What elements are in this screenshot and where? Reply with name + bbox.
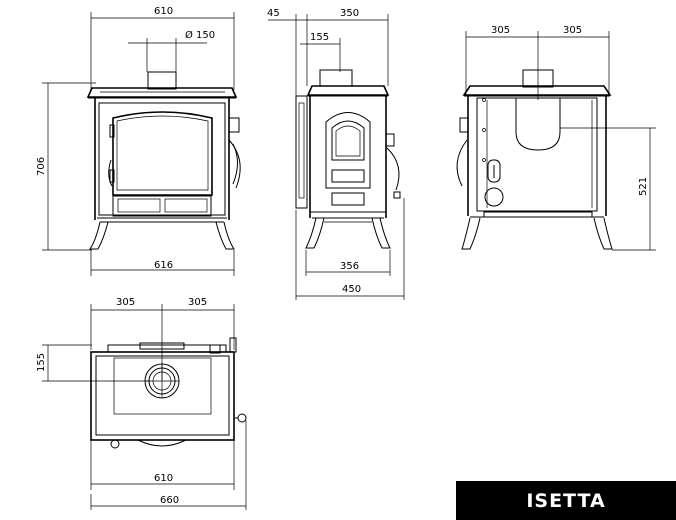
- front-width-bottom-label: 616: [154, 260, 173, 271]
- model-name: ISETTA: [526, 490, 606, 512]
- rear-half-right-label: 305: [563, 25, 582, 36]
- rear-half-left-label: 305: [491, 25, 510, 36]
- top-flue-offset-label: 155: [36, 353, 47, 372]
- side-depth-top-label: 350: [340, 8, 359, 19]
- model-banner: ISETTA: [456, 481, 676, 520]
- front-view: 610 Ø 150 706: [36, 6, 241, 276]
- rear-outlet-height-label: 521: [638, 177, 649, 196]
- rear-view: 305 305 521: [456, 25, 656, 251]
- top-half-right-label: 305: [188, 297, 207, 308]
- side-depth-base-label: 356: [340, 261, 359, 272]
- front-width-top-label: 610: [154, 6, 173, 17]
- top-half-left-label: 305: [116, 297, 135, 308]
- top-width-body-label: 610: [154, 473, 173, 484]
- side-depth-total-label: 450: [342, 284, 361, 295]
- top-width-total-label: 660: [160, 495, 179, 506]
- side-flue-offset-label: 155: [310, 32, 329, 43]
- front-height-label: 706: [36, 157, 47, 176]
- side-view: 45 350 155: [267, 8, 405, 300]
- top-view: 305 305 155 610: [36, 297, 247, 510]
- front-flue-diameter-label: Ø 150: [185, 29, 215, 41]
- side-offset-label: 45: [267, 8, 280, 19]
